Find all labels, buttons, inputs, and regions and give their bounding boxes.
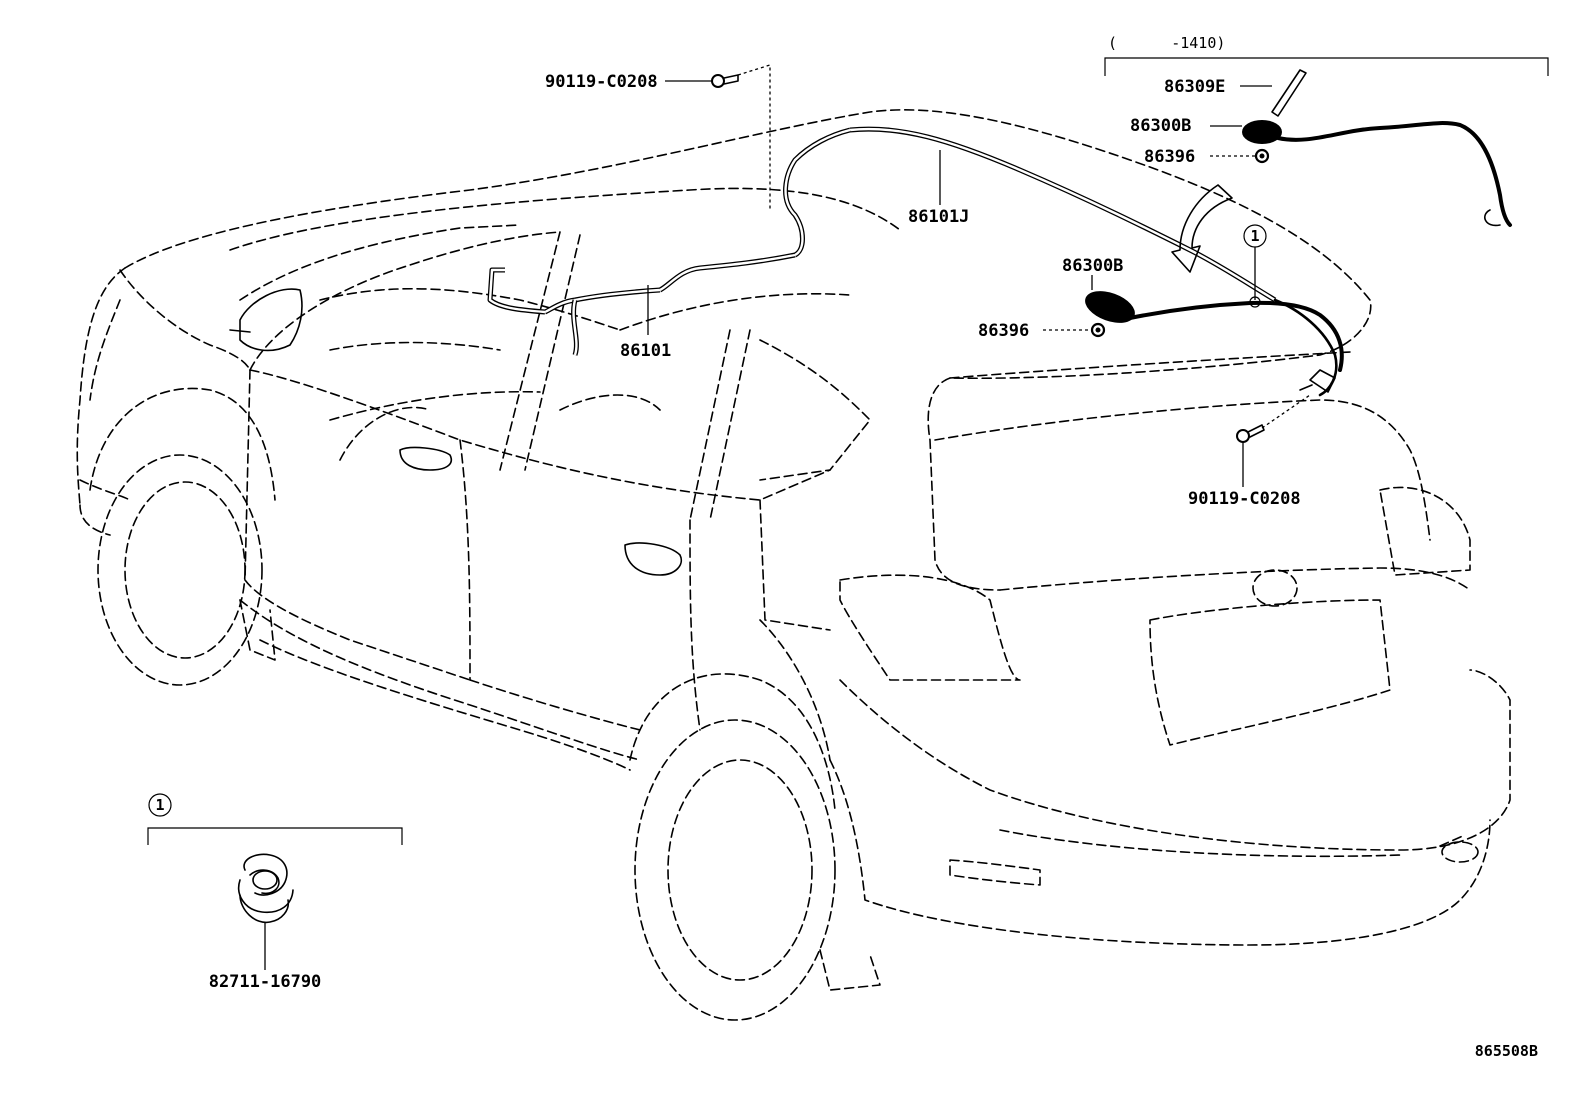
front-antenna-cable <box>487 267 661 356</box>
vehicle-outline <box>76 109 1511 1021</box>
nut-mid-number: 86396 <box>978 321 1029 341</box>
antenna-rod-number: 86309E <box>1164 77 1225 97</box>
nut-top-part <box>1254 148 1270 164</box>
roof-cable-number: 86101J <box>908 207 969 227</box>
bolt-top-number: 90119-C0208 <box>545 72 658 92</box>
clamp-part-graphic <box>238 853 294 924</box>
callout-clamp-number: 1 <box>155 796 164 814</box>
antenna-assy-installed <box>1085 291 1135 323</box>
nut-mid-part <box>1090 322 1106 338</box>
nut-top-number: 86396 <box>1144 147 1195 167</box>
callout-roof-number: 1 <box>1250 227 1259 245</box>
front-cable-number: 86101 <box>620 341 671 361</box>
range-note: ( -1410) <box>1108 34 1225 52</box>
diagram-id: 865508B <box>1475 1042 1538 1060</box>
antenna-assy-exploded <box>1242 69 1512 227</box>
install-direction-arrow <box>1171 184 1233 273</box>
bolt-right-part <box>1236 424 1265 443</box>
leader-lines <box>647 64 1311 487</box>
rear-antenna-cable <box>1128 298 1344 397</box>
bolt-top-part <box>711 74 739 88</box>
front-wheel <box>89 387 276 686</box>
rear-wheel <box>629 673 836 1021</box>
bolt-right-number: 90119-C0208 <box>1188 489 1301 509</box>
callout-roof: 1 <box>1243 224 1267 308</box>
clamp-part-number: 82711-16790 <box>209 972 322 992</box>
antenna-assy-top-number: 86300B <box>1130 116 1191 136</box>
range-bracket: ( -1410) <box>1104 34 1549 76</box>
roof-antenna-cable <box>658 126 1277 303</box>
clamp-detail: 1 82711-16790 <box>147 793 403 992</box>
antenna-assy-mid-number: 86300B <box>1062 256 1123 276</box>
